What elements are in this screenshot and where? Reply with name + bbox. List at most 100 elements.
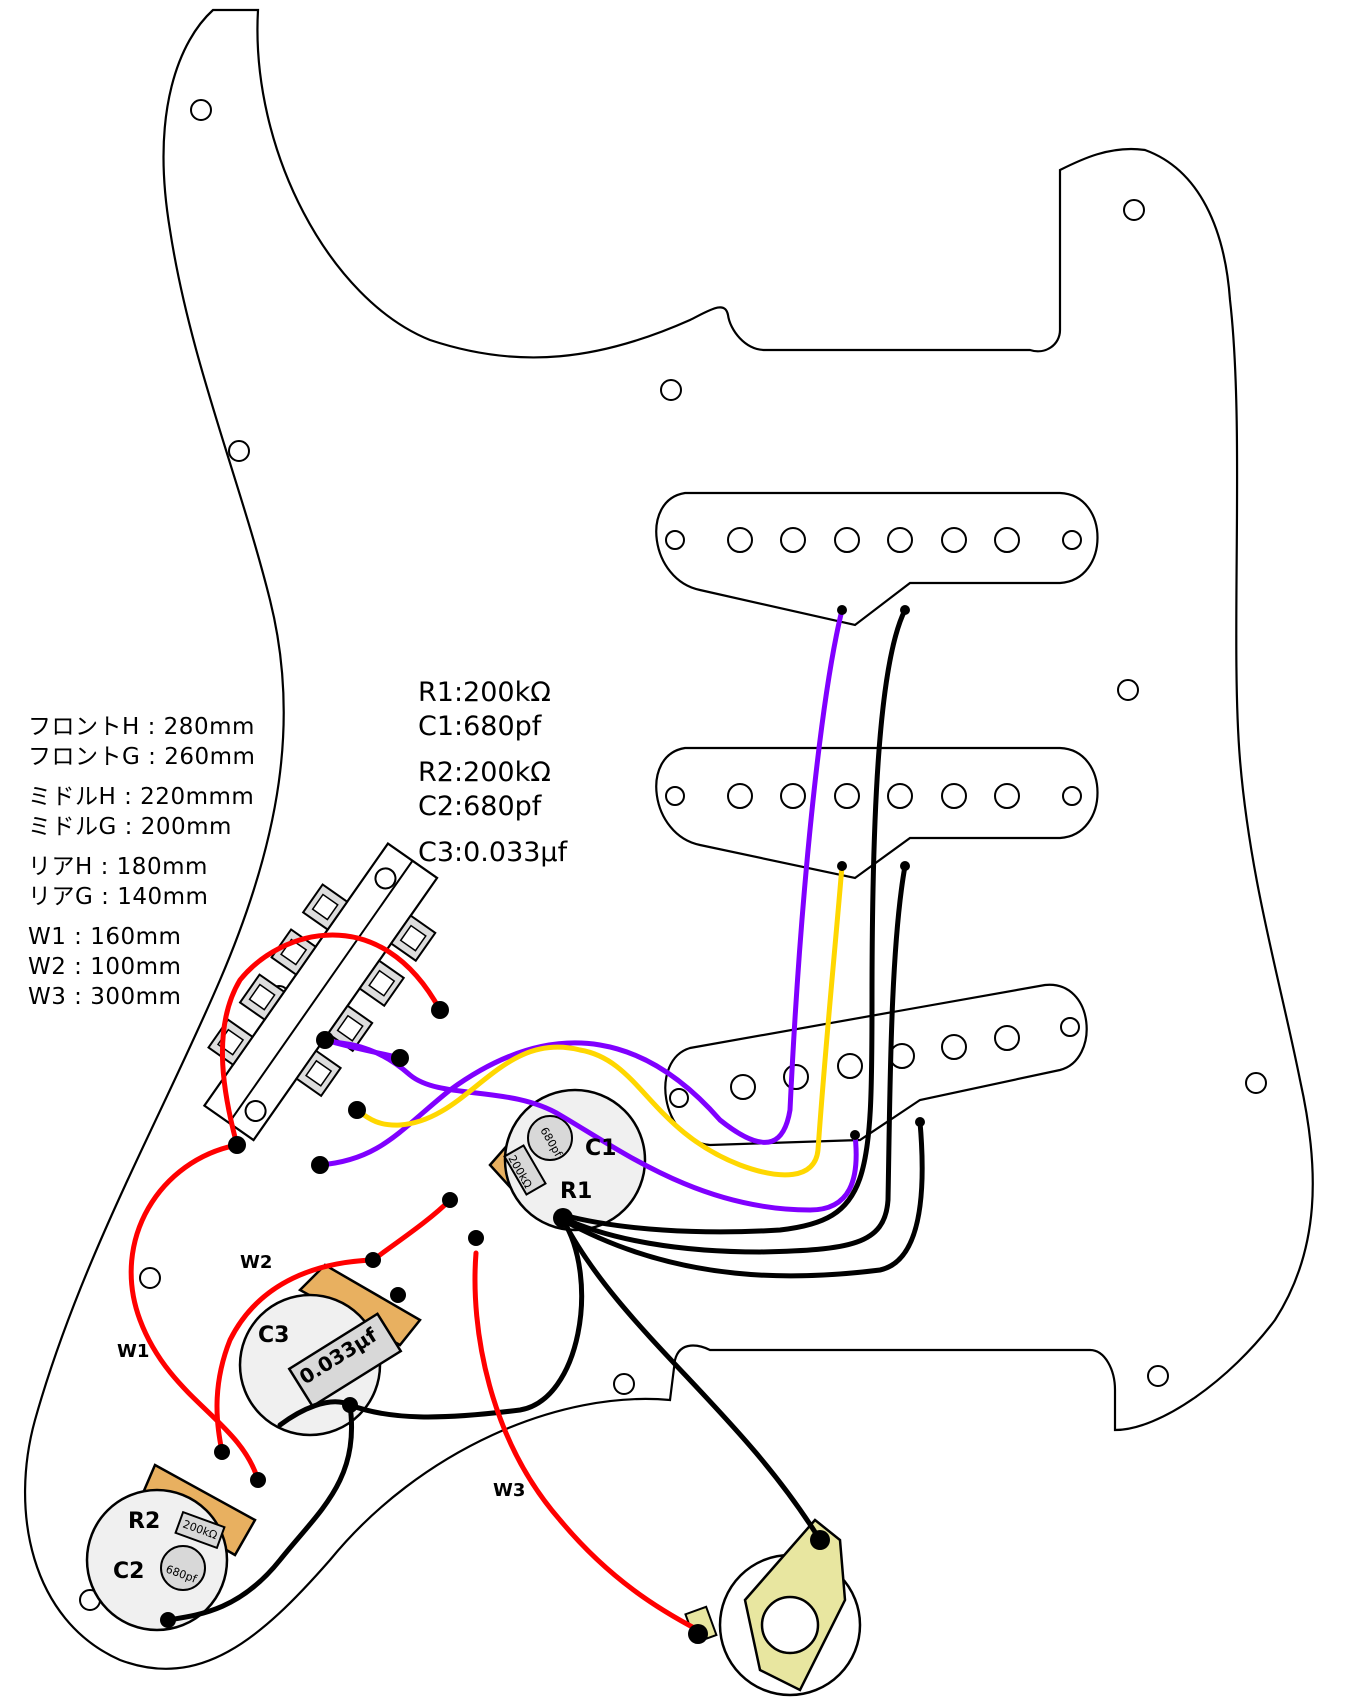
- legend-label: W1: [28, 924, 67, 950]
- spec-row: C2:680pf: [418, 791, 542, 822]
- legend-sep: :: [66, 954, 91, 980]
- capacitor-680pf: [527, 1115, 573, 1161]
- wire-pot-link: [370, 1197, 453, 1263]
- legend-label: ミドルH: [28, 784, 117, 810]
- legend-sep: :: [140, 744, 165, 770]
- solder-point: [468, 1230, 484, 1246]
- solder-point: [688, 1624, 708, 1644]
- legend-row: W2 : 100mm: [28, 952, 255, 982]
- wire-w3: [472, 1250, 701, 1633]
- legend-row: フロントH : 280mm: [28, 712, 255, 742]
- label-c3: C3: [258, 1323, 289, 1348]
- solder-point: [160, 1612, 176, 1628]
- legend-sep: :: [139, 714, 164, 740]
- label-w2: W2: [240, 1252, 272, 1273]
- wire-w1: [128, 1142, 261, 1483]
- wire-w2: [214, 1257, 376, 1455]
- solder-point: [431, 1001, 449, 1019]
- wire-neck-hot: [317, 607, 845, 1168]
- solder-point: [553, 1208, 573, 1228]
- legend-sep: :: [116, 814, 141, 840]
- legend-sep: :: [116, 784, 141, 810]
- wire-tone-ground: [165, 1402, 354, 1623]
- legend-label: フロントH: [28, 714, 140, 740]
- legend-row: W3 : 300mm: [28, 982, 255, 1012]
- label-r2: R2: [128, 1509, 160, 1534]
- legend-row: W1 : 160mm: [28, 922, 255, 952]
- resistor-200k: [503, 1144, 547, 1196]
- legend-row: ミドルH : 220mmm: [28, 782, 255, 812]
- neck-pickup: [655, 491, 1099, 627]
- legend-label: ミドルG: [28, 814, 117, 840]
- solder-point: [442, 1192, 458, 1208]
- legend-value: 280mm: [163, 714, 255, 740]
- wire-middle-hot: [354, 863, 845, 1178]
- legend-sep: :: [93, 884, 118, 910]
- legend-value: 260mm: [164, 744, 256, 770]
- solder-point: [850, 1130, 860, 1140]
- label-c2: C2: [113, 1559, 144, 1584]
- solder-point: [837, 605, 847, 615]
- solder-point: [342, 1397, 358, 1413]
- solder-point: [837, 861, 847, 871]
- bridge-pickup: [664, 983, 1088, 1147]
- solder-point: [348, 1101, 366, 1119]
- screw-hole: [1123, 199, 1145, 221]
- resistor-200k-2: [174, 1510, 226, 1550]
- screw-holes: [79, 99, 1267, 1611]
- output-jack: [684, 1518, 862, 1697]
- legend-sep: :: [66, 924, 91, 950]
- solder-point: [311, 1156, 329, 1174]
- legend-label: フロントG: [28, 744, 141, 770]
- screw-hole: [660, 379, 682, 401]
- legend-row: リアH : 180mm: [28, 852, 255, 882]
- legend-label: W2: [28, 954, 67, 980]
- tone-pot-2: [85, 1463, 257, 1632]
- spec-group: C3:0.033μf: [418, 836, 567, 870]
- legend-value: 100mm: [90, 954, 182, 980]
- legend-row: フロントG : 260mm: [28, 742, 255, 772]
- solder-point: [250, 1472, 266, 1488]
- legend-value: 220mmm: [140, 784, 255, 810]
- label-r1: R1: [560, 1179, 592, 1204]
- wire-neck-ground: [560, 607, 908, 1235]
- legend-value: 140mm: [117, 884, 209, 910]
- wire-jack-ground: [560, 1217, 823, 1543]
- legend-row: ミドルG : 200mm: [28, 812, 255, 842]
- capacitor-680pf-2: [160, 1545, 206, 1591]
- legend-value: 300mm: [90, 984, 182, 1010]
- solder-point: [390, 1287, 406, 1303]
- legend-label: リアH: [28, 854, 93, 880]
- legend-sep: :: [92, 854, 117, 880]
- spec-row: C3:0.033μf: [418, 837, 568, 868]
- solder-point: [228, 1136, 246, 1154]
- capacitor-0033: [287, 1312, 403, 1408]
- legend-value: 180mm: [116, 854, 208, 880]
- legend-value: 160mm: [90, 924, 182, 950]
- wire-middle-ground: [560, 863, 908, 1255]
- screw-hole: [613, 1373, 635, 1395]
- spec-row: C1:680pf: [418, 711, 542, 742]
- screw-hole: [190, 99, 212, 121]
- wires: [128, 607, 925, 1633]
- solder-point: [316, 1031, 334, 1049]
- legend-sep: :: [66, 984, 91, 1010]
- solder-point: [810, 1530, 830, 1550]
- wire-bridge-ground: [560, 1119, 925, 1279]
- solder-point: [900, 861, 910, 871]
- legend-value: 200mm: [140, 814, 232, 840]
- solder-points: [160, 605, 925, 1644]
- label-w1: W1: [117, 1341, 149, 1362]
- wire-pot-ground: [277, 1217, 585, 1428]
- wire-switch-loop: [219, 932, 443, 1148]
- solder-point: [365, 1252, 381, 1268]
- volume-pot: [488, 1088, 647, 1232]
- solder-point: [915, 1117, 925, 1127]
- screw-hole: [1147, 1365, 1169, 1387]
